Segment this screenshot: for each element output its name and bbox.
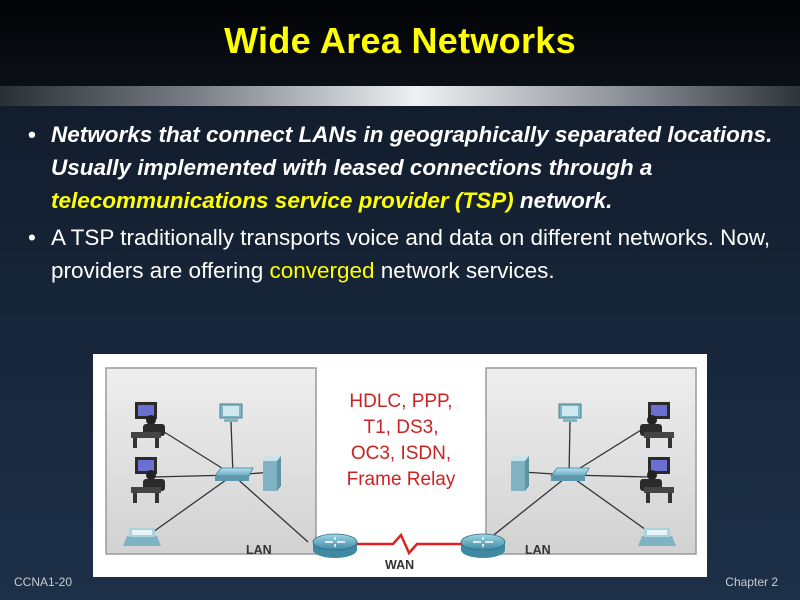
- ip-phone-icon: [123, 528, 161, 546]
- bullet-dot-icon: •: [28, 122, 36, 147]
- bullet-item-wan-definition: • Networks that connect LANs in geographi…: [28, 118, 788, 217]
- workstation-user-icon: [640, 457, 674, 503]
- ip-phone-icon: [638, 528, 676, 546]
- switch-icon: [214, 467, 254, 481]
- pc-icon: [558, 403, 582, 422]
- protocol-line: OC3, ISDN,: [350, 443, 452, 464]
- wan-label: WAN: [385, 558, 415, 572]
- server-icon: [511, 456, 529, 491]
- wan-diagram: HDLC, PPP, T1, DS3, OC3, ISDN, Frame Rel…: [93, 354, 707, 577]
- left-lan-label: LAN: [246, 543, 272, 557]
- server-icon: [263, 456, 281, 491]
- bullet-text-end: network.: [513, 188, 613, 213]
- right-lan-label: LAN: [525, 543, 551, 557]
- wan-serial-link: [333, 532, 478, 556]
- workstation-user-icon: [131, 402, 165, 448]
- footer-course-id: CCNA1-20: [14, 575, 73, 589]
- title-divider: [0, 86, 800, 106]
- footer-chapter: Chapter 2: [725, 575, 778, 589]
- bullet-dot-icon: •: [28, 225, 36, 250]
- router-icon: [312, 533, 358, 558]
- router-icon: [460, 533, 506, 558]
- slide-title: Wide Area Networks: [224, 20, 576, 61]
- wan-diagram-graphic: [105, 367, 697, 558]
- wan-protocols-list: HDLC, PPP, T1, DS3, OC3, ISDN, Frame Rel…: [321, 389, 481, 493]
- bullet-list: • Networks that connect LANs in geographi…: [28, 118, 788, 287]
- highlight-converged: converged: [269, 258, 375, 283]
- highlight-tsp: telecommunications service provider (TSP…: [51, 188, 514, 213]
- protocol-line: HDLC, PPP,: [349, 391, 453, 412]
- bullet-text-end: network services.: [374, 258, 555, 283]
- protocol-line: Frame Relay: [346, 469, 456, 490]
- workstation-user-icon: [131, 457, 165, 503]
- bullet-text: Networks that connect LANs in geographic…: [51, 122, 773, 180]
- pc-icon: [219, 403, 243, 422]
- switch-icon: [550, 467, 590, 481]
- title-band: [0, 0, 800, 86]
- bullet-item-tsp: • A TSP traditionally transports voice an…: [28, 221, 788, 287]
- workstation-user-icon: [640, 402, 674, 448]
- protocol-line: T1, DS3,: [363, 417, 439, 438]
- bullet-text: A TSP traditionally transports voice and…: [51, 225, 771, 283]
